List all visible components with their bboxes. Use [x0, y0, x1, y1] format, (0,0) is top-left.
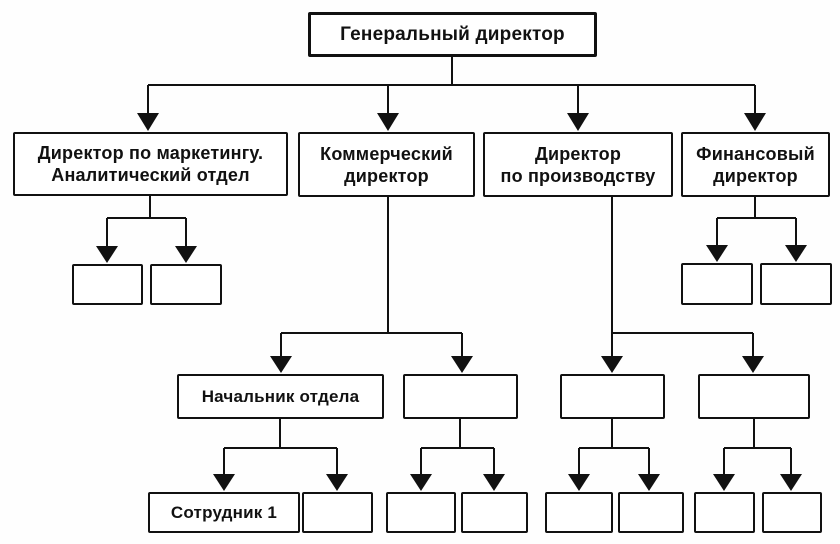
node-marketing-director: Директор по маркетингу. Аналитический от… — [13, 132, 288, 196]
connector-l3box2-children — [420, 419, 495, 476]
connector-commercial-children — [280, 197, 463, 358]
node-finance-sub-2 — [760, 263, 832, 305]
node-label: Начальник отдела — [201, 386, 360, 406]
node-label-line1: Директор по маркетингу. — [37, 143, 264, 163]
node-label-line2: директор — [713, 165, 798, 186]
node-commercial-director: Коммерческий директор — [298, 132, 475, 197]
node-label: Генеральный директор — [340, 23, 565, 45]
node-label-line1: Директор — [534, 143, 622, 164]
node-label-line2: по производству — [500, 165, 656, 186]
connector-marketing-children — [106, 196, 187, 248]
connector-root-level2 — [147, 57, 756, 116]
node-label-line2: директор — [344, 165, 429, 186]
node-label: Сотрудник 1 — [170, 502, 278, 522]
node-label-line2: Аналитический отдел — [51, 165, 250, 185]
node-employee-2 — [302, 492, 373, 533]
node-employee-4 — [461, 492, 528, 533]
node-employee-8 — [762, 492, 822, 533]
connector-l3box3-children — [578, 419, 650, 476]
node-finance-sub-1 — [681, 263, 753, 305]
node-label-line1: Финансовый — [696, 143, 815, 164]
connector-l3box4-children — [723, 419, 792, 476]
node-department-head: Начальник отдела — [177, 374, 384, 419]
node-production-sub-2 — [698, 374, 810, 419]
connector-depthead-children — [223, 419, 338, 476]
node-employee-6 — [618, 492, 684, 533]
node-employee-1: Сотрудник 1 — [148, 492, 300, 533]
node-production-sub-1 — [560, 374, 665, 419]
node-production-director: Директор по производству — [483, 132, 673, 197]
node-employee-7 — [694, 492, 755, 533]
node-marketing-sub-2 — [150, 264, 222, 305]
connector-finance-children — [716, 197, 797, 247]
node-label-line1: Коммерческий — [320, 143, 453, 164]
node-commercial-sub-2 — [403, 374, 518, 419]
node-employee-3 — [386, 492, 456, 533]
node-employee-5 — [545, 492, 613, 533]
node-marketing-sub-1 — [72, 264, 143, 305]
node-finance-director: Финансовый директор — [681, 132, 830, 197]
node-general-director: Генеральный директор — [308, 12, 597, 57]
